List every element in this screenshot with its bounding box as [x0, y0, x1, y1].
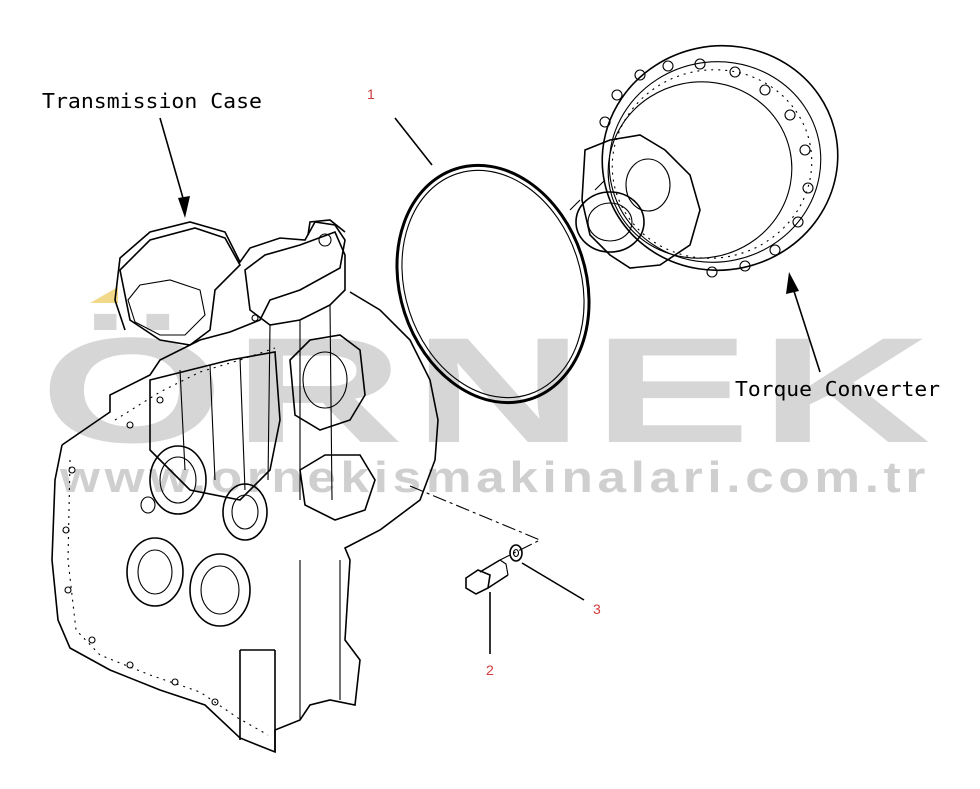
callout-3: 3 [593, 601, 601, 617]
transmission-case-label: Transmission Case [42, 89, 262, 113]
callout-2: 2 [486, 662, 494, 678]
watermark-accent-mark [90, 287, 118, 303]
converter-bolts [599, 58, 814, 278]
torque-converter-drawing [569, 44, 839, 278]
bolt-part [465, 559, 509, 595]
flange-bolt-holes [62, 314, 259, 706]
callout-1: 1 [367, 86, 375, 102]
watermark-brand: ÖRNEK [40, 306, 940, 474]
watermark-url: www.ornekismakinalari.com.tr [59, 453, 930, 502]
washer-part [509, 544, 523, 562]
leader-lines [159, 117, 821, 654]
transmission-case-drawing [51, 219, 439, 754]
assembly-centerline [409, 485, 542, 561]
o-ring-part [395, 163, 591, 405]
torque-converter-label: Torque Converter [735, 377, 940, 401]
